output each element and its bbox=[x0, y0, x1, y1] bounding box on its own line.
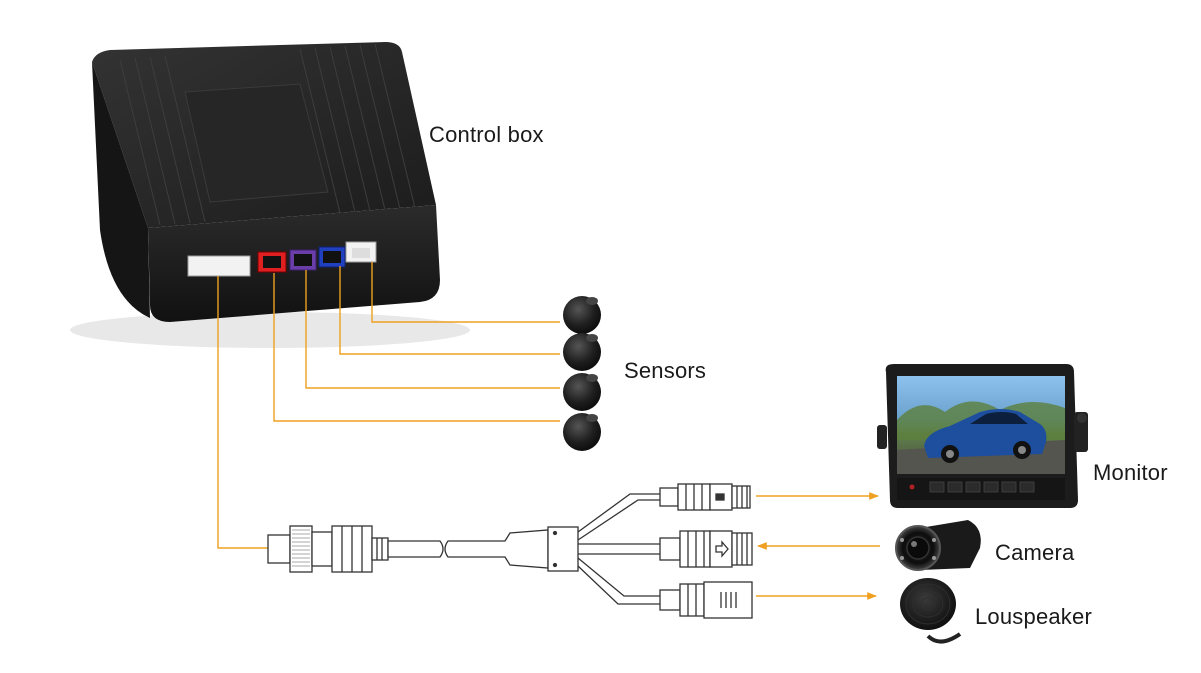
monitor-icon bbox=[877, 364, 1088, 508]
control-box-icon bbox=[70, 42, 470, 348]
wire-sensor-3 bbox=[305, 270, 560, 389]
parking-sensor-icon bbox=[563, 296, 601, 334]
cable-harness-icon bbox=[267, 483, 753, 619]
loudspeaker-icon bbox=[900, 578, 962, 644]
camera-label: Camera bbox=[995, 540, 1075, 565]
parking-sensor-icon bbox=[563, 333, 601, 371]
loudspeaker-label: Louspeaker bbox=[975, 604, 1092, 629]
car-image bbox=[924, 409, 1047, 463]
peripheral-wires bbox=[756, 492, 880, 600]
camera-icon bbox=[895, 520, 981, 571]
monitor-label: Monitor bbox=[1093, 460, 1168, 485]
sensors-label: Sensors bbox=[624, 358, 707, 383]
wire-cable bbox=[217, 276, 268, 549]
sensor-wires bbox=[217, 262, 560, 549]
wire-sensor-1 bbox=[371, 262, 560, 323]
parking-sensor-icon bbox=[563, 413, 601, 451]
control-box-label: Control box bbox=[429, 122, 544, 147]
wire-sensor-2 bbox=[339, 266, 560, 355]
parking-sensor-icon bbox=[563, 373, 601, 411]
sensor-group bbox=[563, 296, 601, 451]
wire-sensor-4 bbox=[273, 273, 560, 422]
